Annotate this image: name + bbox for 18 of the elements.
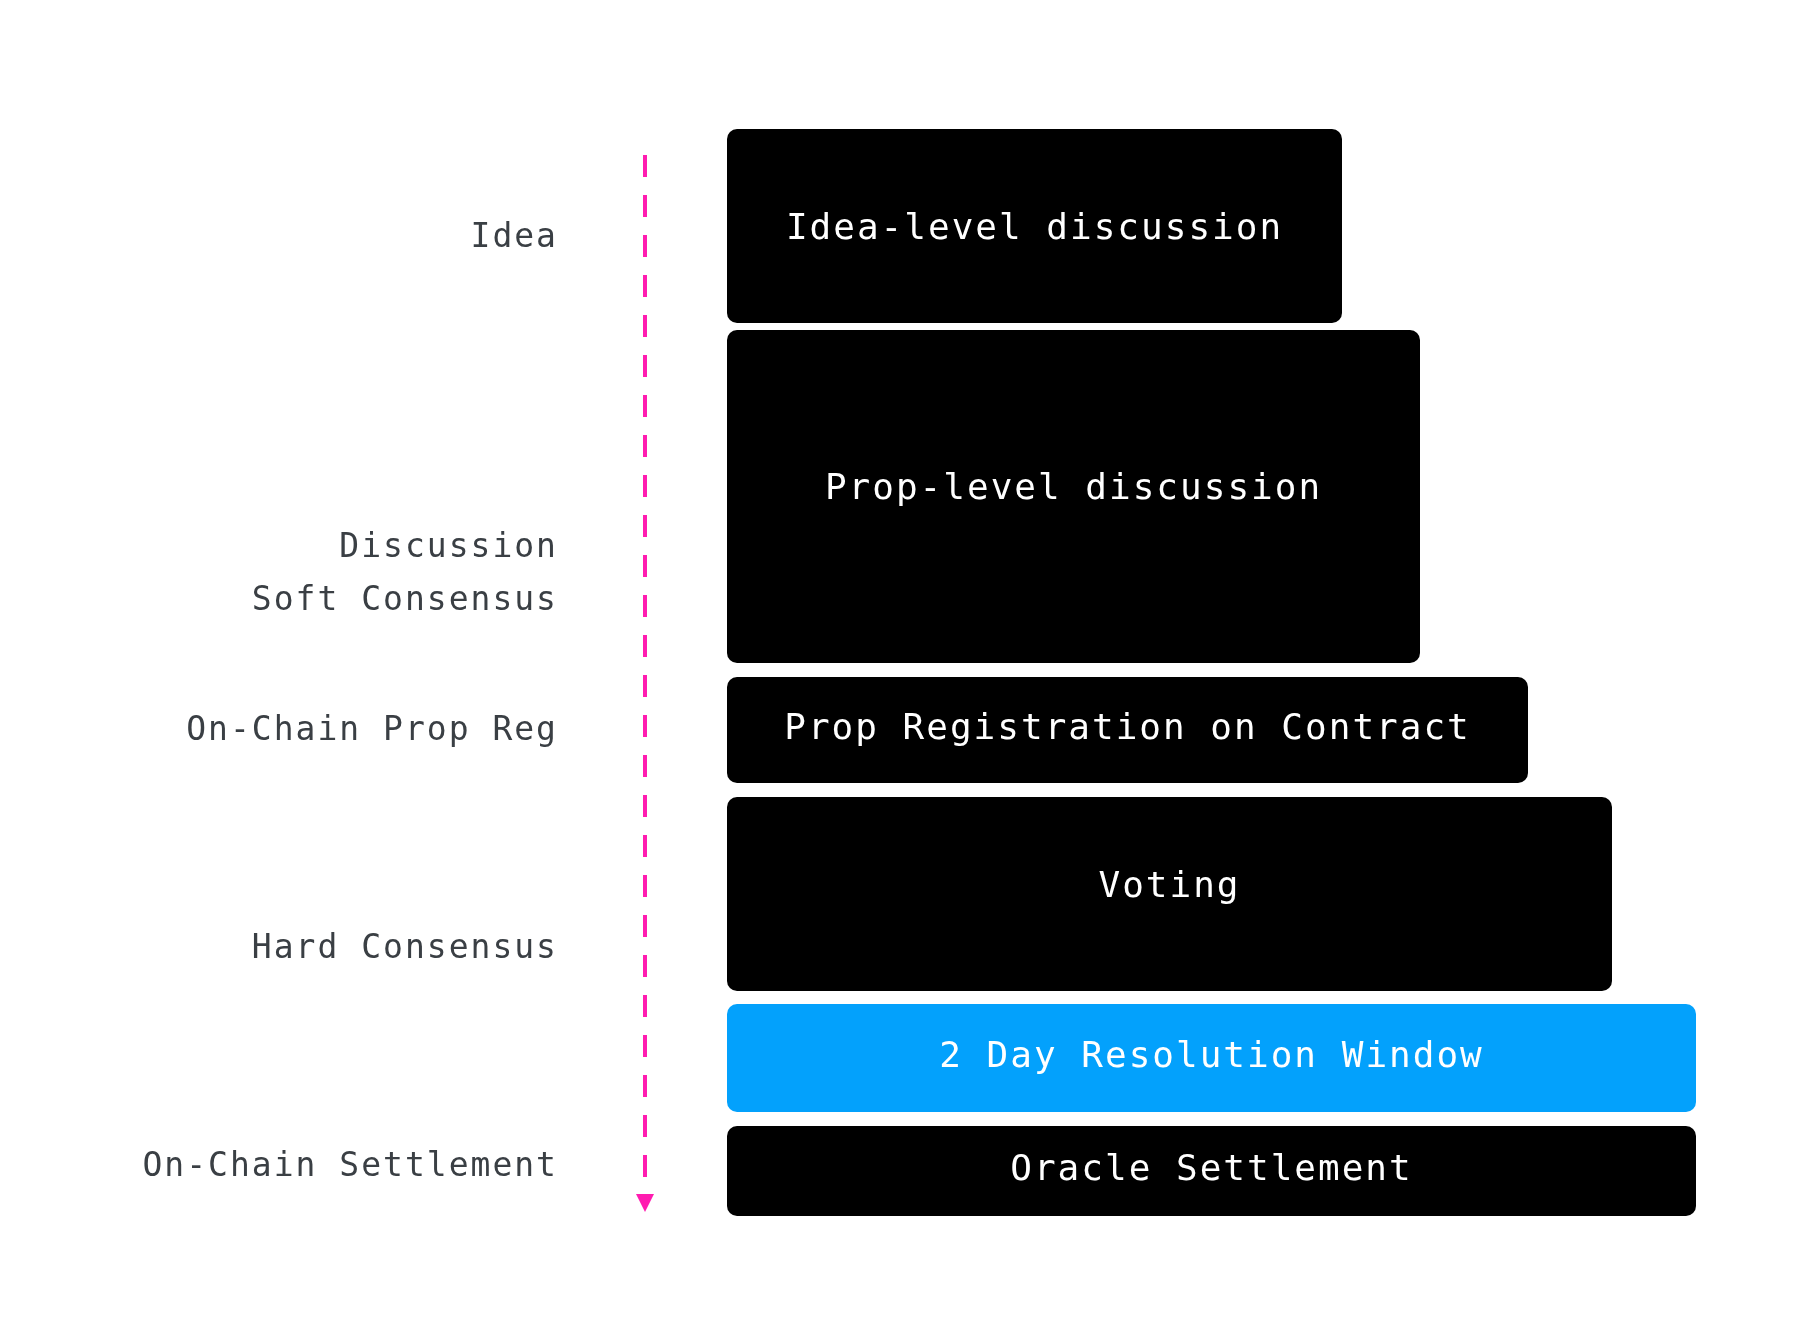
stage-box xyxy=(727,1126,1696,1216)
stage-title: Voting xyxy=(1098,863,1241,905)
phase-label: Hard Consensus xyxy=(251,926,558,966)
stage-box xyxy=(727,797,1612,991)
phase-label: Idea xyxy=(470,215,558,255)
phase-label: On-Chain Prop Reg xyxy=(186,708,558,748)
stage-title: Idea-level discussion xyxy=(785,205,1284,247)
stage-box xyxy=(727,677,1528,783)
stage-title: 2 Day Resolution Window xyxy=(939,1033,1484,1075)
stage-title: Prop-level discussion xyxy=(824,466,1323,507)
phase-label: On-Chain Settlement xyxy=(142,1144,558,1184)
stage-title: Prop Registration on Contract xyxy=(784,705,1471,747)
stage-box xyxy=(727,1004,1696,1112)
stage-box xyxy=(727,129,1342,323)
phase-label: Soft Consensus xyxy=(251,578,558,618)
stage-box xyxy=(727,330,1420,663)
phase-label: Discussion xyxy=(339,525,558,565)
stage-title: Oracle Settlement xyxy=(1010,1146,1413,1188)
